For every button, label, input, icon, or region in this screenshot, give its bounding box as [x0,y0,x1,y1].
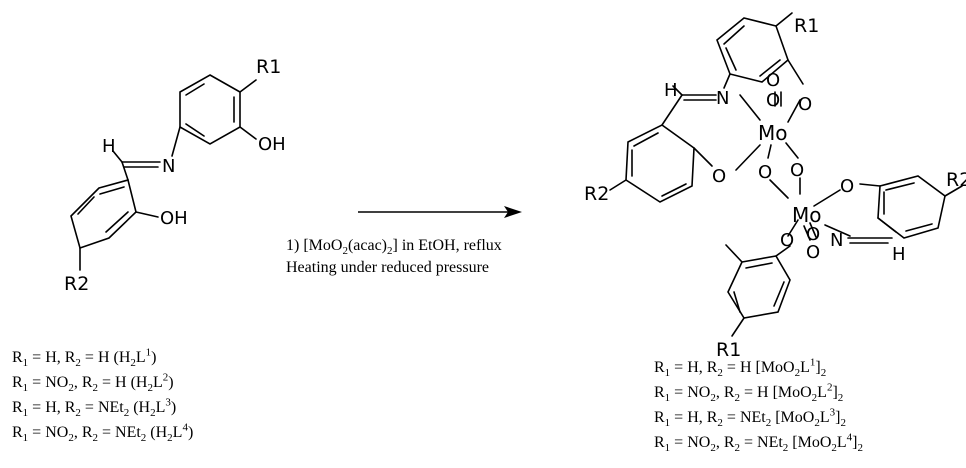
complex-atom-mo-2: Mo [792,203,822,227]
ligand-variant-list: R1 = H, R2 = H (H2L1)R1 = NO2, R2 = H (H… [12,345,193,445]
complex-variant-1: R1 = H, R2 = H [MoO2L1]2 [654,356,827,380]
complex-variant-2: R1 = NO2, R2 = H [MoO2L2]2 [654,381,844,405]
ligand-atom-r2: R2 [64,273,89,295]
reaction-step-2: Heating under reduced pressure [286,259,489,276]
complex-atom-o-phenol-right: O [840,176,854,197]
reaction-step-1: 1) [MoO2(acac)2] in EtOH, reflux [286,237,502,257]
ligand-variant-1: R1 = H, R2 = H (H2L1) [12,346,157,370]
complex-variant-3: R1 = H, R2 = NEt2 [MoO2L3]2 [654,406,846,430]
ligand-ring-lower [70,179,137,250]
complex-atom-o-aryl-left: O [712,166,726,187]
complex-atom-o-oxo-2a: O [806,224,820,245]
ligand-atom-h: H [102,136,116,157]
complex-ring-left [625,124,695,203]
complex-atom-n-top: N [716,88,729,109]
complex-atom-r2-right: R2 [946,169,966,191]
complex-atom-o-phenol-top: O [798,94,812,115]
complex-atom-o-oxo-1a: O [766,70,780,91]
ligand-variant-3: R1 = H, R2 = NEt2 (H2L3) [12,396,177,420]
complex-atom-r2-left: R2 [584,183,609,205]
complex-variant-4: R1 = NO2, R2 = NEt2 [MoO2L4]2 [654,431,863,455]
complex-atom-h-top: H [664,80,678,101]
ligand-structure [70,74,257,271]
ligand-variant-2: R1 = NO2, R2 = H (H2L2) [12,371,174,395]
complex-atom-o-oxo-1b: O [766,90,780,111]
complex-atom-o-phenol-bottom: O [780,230,794,251]
complex-atom-r1-top: R1 [794,15,819,37]
complex-atom-o-oxo-2b: O [806,242,820,263]
reaction-arrow [358,206,522,218]
ligand-atom-r1: R1 [256,56,281,78]
complex-atom-o-bridge-1: O [758,162,772,183]
complex-atom-r1-bottom: R1 [716,339,741,361]
complex-atom-h-bottom: H [892,244,906,265]
ligand-atom-oh-lower: OH [160,208,188,229]
complex-atom-mo-1: Mo [758,121,788,145]
complex-atom-o-bridge-2: O [790,160,804,181]
complex-atom-n-bottom: N [830,230,843,251]
ligand-ring-upper [179,74,241,145]
complex-structure [609,12,963,337]
ligand-atom-oh-upper: OH [258,134,286,155]
ligand-variant-4: R1 = NO2, R2 = NEt2 (H2L4) [12,421,194,445]
ligand-atom-n: N [162,156,175,177]
